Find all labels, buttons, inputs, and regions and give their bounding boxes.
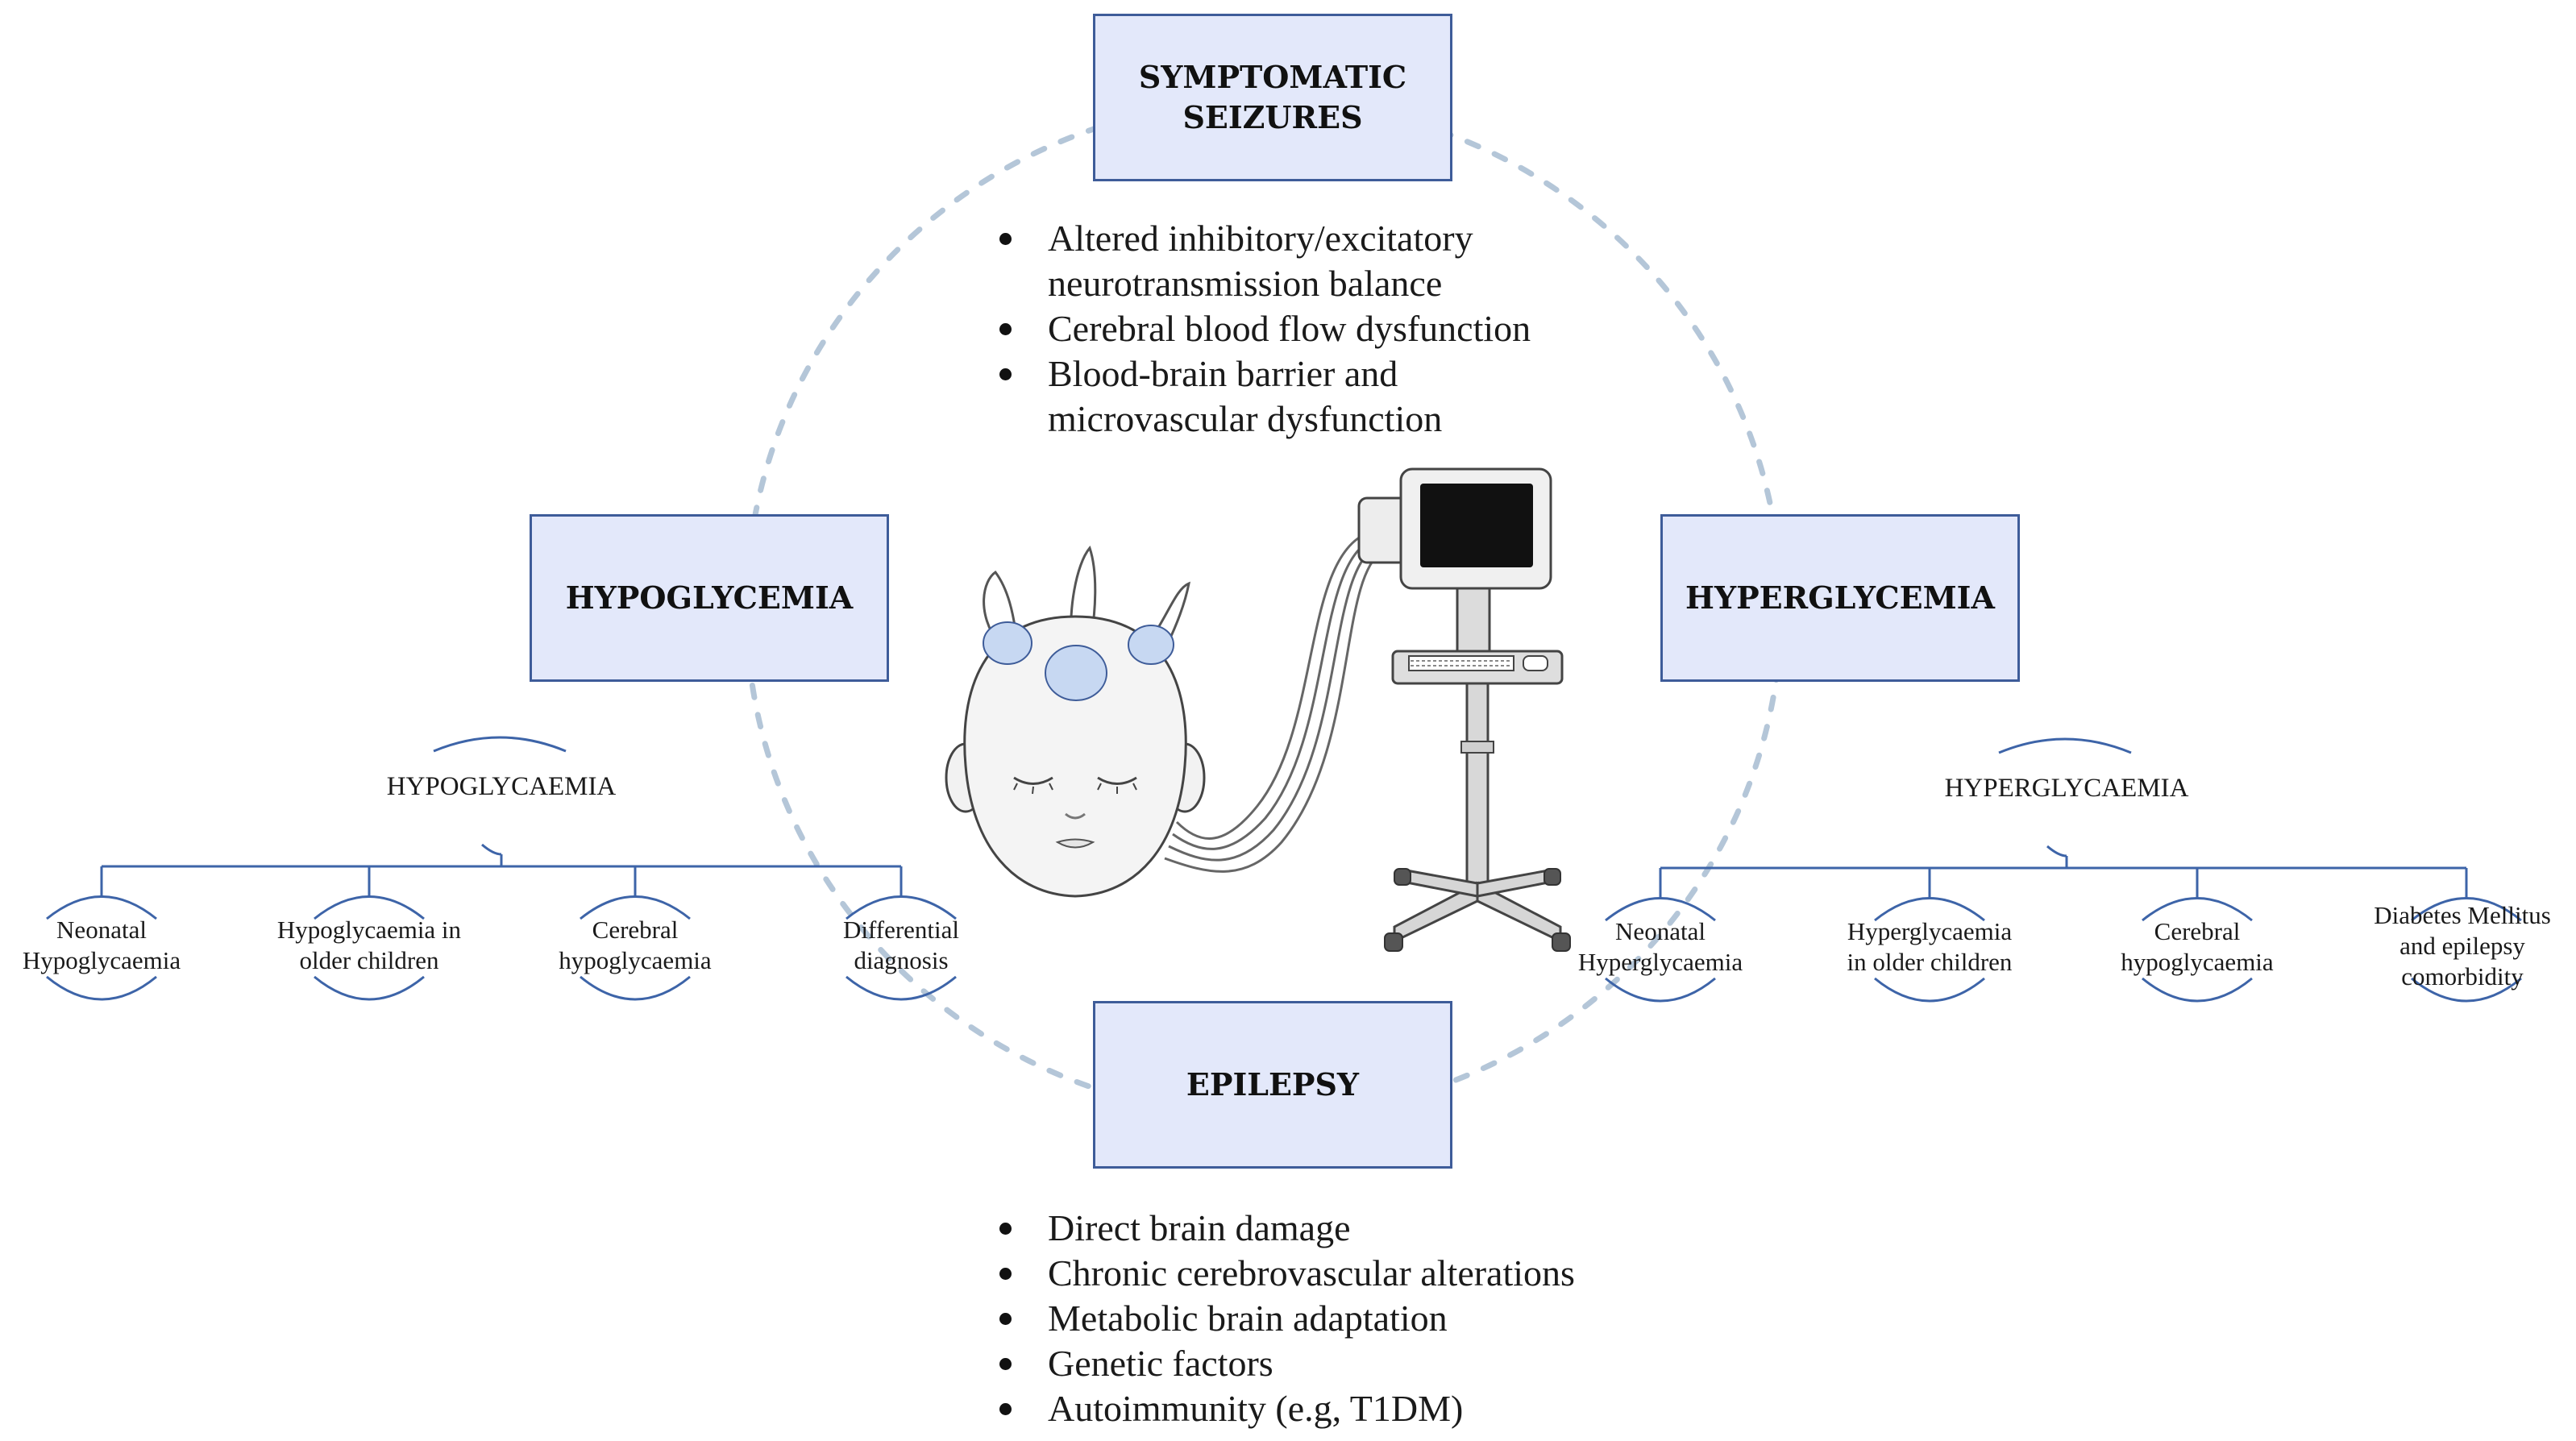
hypoglycemia-box: HYPOGLYCEMIA: [530, 514, 889, 682]
hyper-leaf-neonatal: Neonatal Hyperglycaemia: [1577, 917, 1743, 976]
hypo-leaf-arc-bot-3: [580, 975, 691, 1001]
seizure-mechanism-item: Blood-brain barrier and microvascular dy…: [999, 351, 1531, 442]
hypo-leaf-neonatal: Neonatal Hypoglycaemia: [22, 916, 181, 974]
hypoglycemia-label: HYPOGLYCEMIA: [565, 579, 854, 616]
hypo-title-arc-bottom: [481, 843, 502, 856]
electrode-center: [1045, 645, 1107, 701]
hyper-title-arc-bottom: [2046, 845, 2067, 858]
hypo-leaf-differential: Differential diagnosis: [842, 916, 960, 974]
hyperglycemia-box: HYPERGLYCEMIA: [1660, 514, 2020, 682]
epilepsy-label: EPILEPSY: [1186, 1066, 1360, 1103]
epilepsy-mechanism-item: Genetic factors: [999, 1341, 1575, 1386]
hypo-leaf-arc-bot-4: [846, 975, 957, 1001]
hypo-title-arc-top: [433, 736, 567, 753]
seizure-mechanism-list: Altered inhibitory/excitatory neurotrans…: [999, 216, 1531, 442]
mouth: [1055, 838, 1095, 849]
hypo-leaf-arc-bot-1: [46, 975, 157, 1001]
hypo-tree: [46, 736, 957, 1001]
symptomatic-line-1: SYMPTOMATIC: [1138, 59, 1407, 95]
monitor-neck: [1456, 587, 1491, 654]
hyper-leaf-arc-bot-3: [2142, 977, 2253, 1003]
baby-head-illustration: [945, 545, 1206, 898]
symptomatic-seizures-box: SYMPTOMATIC SEIZURES: [1093, 14, 1452, 181]
hyper-tree-title: HYPERGLYCAEMIA: [1944, 774, 2189, 803]
hyper-leaf-arc-top-1: [1605, 897, 1716, 922]
hyper-leaf-arc-bot-2: [1874, 977, 1985, 1003]
seizure-mechanism-item: Altered inhibitory/excitatory neurotrans…: [999, 216, 1531, 306]
electrode-wires: [983, 545, 1190, 646]
epilepsy-mechanism-item: Direct brain damage: [999, 1206, 1575, 1251]
symptomatic-line-2: SEIZURES: [1182, 99, 1363, 135]
hypo-leaf-arc-top-1: [46, 895, 157, 920]
mouse: [1523, 655, 1548, 671]
hypo-tree-title: HYPOGLYCAEMIA: [386, 772, 617, 801]
hypo-leaf-arc-top-3: [580, 895, 691, 920]
hyper-leaf-diabetes-comorbidity: Diabetes Mellitus and epilepsy comorbidi…: [2374, 901, 2551, 990]
stand-base: [1393, 869, 1562, 944]
hyper-leaf-older-children: Hyperglycaemia in older children: [1847, 917, 2013, 976]
stand-pole: [1465, 682, 1490, 887]
eeg-cables: [1164, 530, 1383, 873]
hyper-title-arc-top: [1998, 737, 2132, 754]
hyper-tree: [1605, 737, 2522, 1003]
keyboard: [1408, 655, 1514, 671]
hyperglycemia-label: HYPERGLYCEMIA: [1685, 579, 1995, 616]
hyper-leaf-arc-bot-4: [2411, 977, 2522, 1003]
hypo-leaf-arc-top-2: [314, 895, 425, 920]
epilepsy-mechanism-list: Direct brain damage Chronic cerebrovascu…: [999, 1206, 1575, 1431]
hyper-leaf-arc-top-2: [1874, 897, 1985, 922]
hyper-leaf-arc-top-3: [2142, 897, 2253, 922]
hyper-leaf-arc-top-4: [2411, 897, 2522, 922]
seizure-mechanism-item: Cerebral blood flow dysfunction: [999, 306, 1531, 351]
head-shape: [963, 615, 1187, 898]
monitor-screen: [1420, 484, 1533, 567]
epilepsy-box: EPILEPSY: [1093, 1001, 1452, 1169]
hypo-leaf-cerebral: Cerebral hypoglycaemia: [559, 916, 712, 974]
hypo-leaf-older-children: Hypoglycaemia in older children: [276, 916, 462, 974]
right-eye: [1097, 776, 1137, 785]
electrode-left: [983, 621, 1032, 665]
hyper-leaf-arc-bot-1: [1605, 977, 1716, 1003]
epilepsy-mechanism-item: Chronic cerebrovascular alterations: [999, 1251, 1575, 1296]
hypo-leaf-arc-bot-2: [314, 975, 425, 1001]
hyper-leaf-cerebral: Cerebral hypoglycaemia: [2121, 917, 2274, 976]
electrode-right: [1128, 625, 1174, 665]
epilepsy-mechanism-item: Metabolic brain adaptation: [999, 1296, 1575, 1341]
left-eye: [1013, 776, 1053, 785]
stand-wheels: [1384, 868, 1571, 952]
eeg-monitor-illustration: [1164, 467, 1571, 952]
epilepsy-mechanism-item: Autoimmunity (e.g, T1DM): [999, 1386, 1575, 1431]
nose: [1065, 812, 1086, 820]
hypo-leaf-arc-top-4: [846, 895, 957, 920]
